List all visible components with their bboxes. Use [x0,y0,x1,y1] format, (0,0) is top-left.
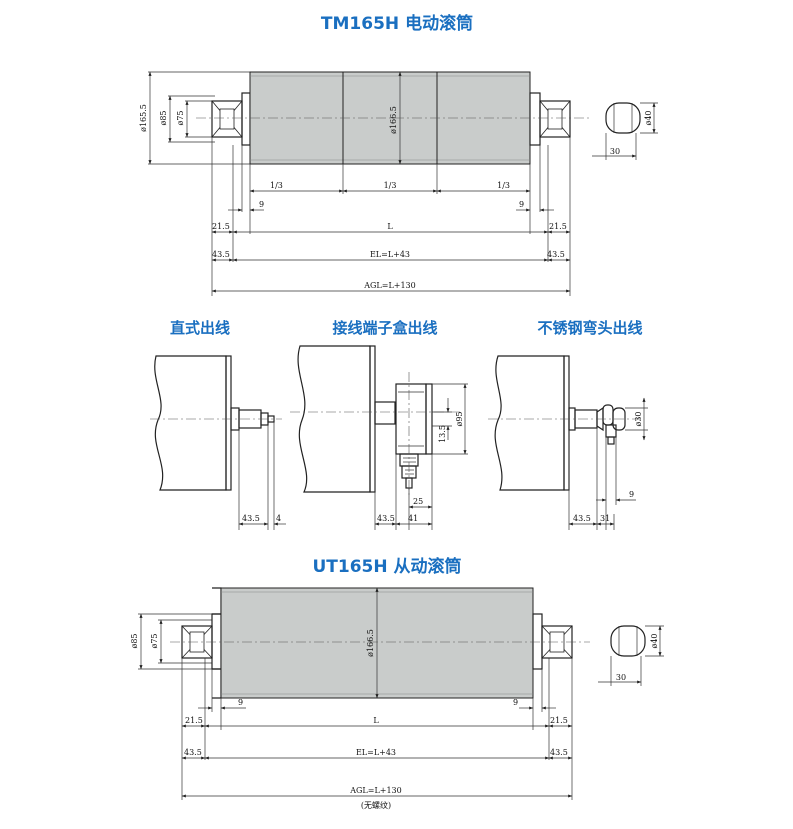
ut-dim-d40: ø40 [650,634,659,649]
ut-dim-21-5-right: 21.5 [550,716,568,725]
straight-outlet-drawing: 43.5 4 [150,355,286,530]
elbow-dim-d30: ø30 [634,412,643,427]
ut-dim-d75: ø75 [150,634,159,649]
tm-dim-d40: ø40 [644,111,653,126]
junction-outlet-drawing: ø95 13.5 25 43.5 41 [290,345,468,530]
ut-dim-d85: ø85 [130,634,139,649]
junction-dim-25: 25 [413,497,423,506]
tm-dim-9-left: 9 [259,200,264,209]
ut-dim-9-right: 9 [513,698,518,707]
junction-box [395,383,427,455]
tm-dim-third-3: 1/3 [497,181,510,190]
tm-dim-21-5-right: 21.5 [549,222,567,231]
ut-shaft-end-view [610,625,646,657]
junction-dim-13-5: 13.5 [438,425,447,443]
tm-dim-d165: ø165.5 [139,104,148,132]
ut-dim-AGL: AGL=L+130 [349,786,401,795]
tm-dim-d85: ø85 [159,111,168,126]
tm-dim-43-5-left: 43.5 [212,250,230,259]
outlet-straight-title: 直式出线 [170,319,230,337]
straight-dim-4: 4 [276,514,281,523]
ut-dim-L: L [373,716,379,725]
straight-dim-43-5: 43.5 [242,514,260,523]
ut-dim-w30: 30 [616,673,626,682]
junction-dim-43-5: 43.5 [377,514,395,523]
ut165h-drawing: ø85 ø75 ø166.5 ø40 30 [130,587,664,810]
tm-shaft-end-view [605,102,641,134]
tm-dim-w30: 30 [610,147,620,156]
elbow-dim-43-5: 43.5 [573,514,591,523]
elbow-outlet-drawing: ø30 9 43.5 31 [488,355,648,530]
tm-right-shaft-box [539,100,571,138]
ut165h-title: UT165H 从动滚筒 [312,556,461,577]
ut-dim-43-5-right: 43.5 [550,748,568,757]
junction-dim-41: 41 [408,514,418,523]
outlet-elbow-title: 不锈钢弯头出线 [537,319,642,337]
ut-dim-EL: EL=L+43 [356,748,396,757]
tm-dim-43-5-right: 43.5 [547,250,565,259]
tm165h-drawing: ø165.5 ø85 ø75 ø166.5 ø40 [139,71,658,296]
ut-dim-21-5-left: 21.5 [185,716,203,725]
junction-dim-d95: ø95 [455,412,464,427]
elbow-dim-31: 31 [600,514,610,523]
tm-dim-EL: EL=L+43 [370,250,410,259]
tm165h-title: TM165H 电动滚筒 [321,13,473,34]
ut-dim-43-5-left: 43.5 [184,748,202,757]
tm-dim-d166: ø166.5 [389,106,398,134]
tm-dim-21-5-left: 21.5 [212,222,230,231]
ut-dim-9-left: 9 [238,698,243,707]
outlet-junction-title: 接线端子盒出线 [332,319,437,337]
tm-dim-9-right: 9 [519,200,524,209]
ut-dim-d166: ø166.5 [366,629,375,657]
tm-dim-third-2: 1/3 [384,181,397,190]
elbow-dim-9: 9 [629,490,634,499]
tm-dim-third-1: 1/3 [270,181,283,190]
tm-dim-AGL: AGL=L+130 [363,281,415,290]
tm-dim-d75: ø75 [176,111,185,126]
tm-dim-L: L [387,222,393,231]
ut-dim-note: (无螺纹) [361,800,391,810]
